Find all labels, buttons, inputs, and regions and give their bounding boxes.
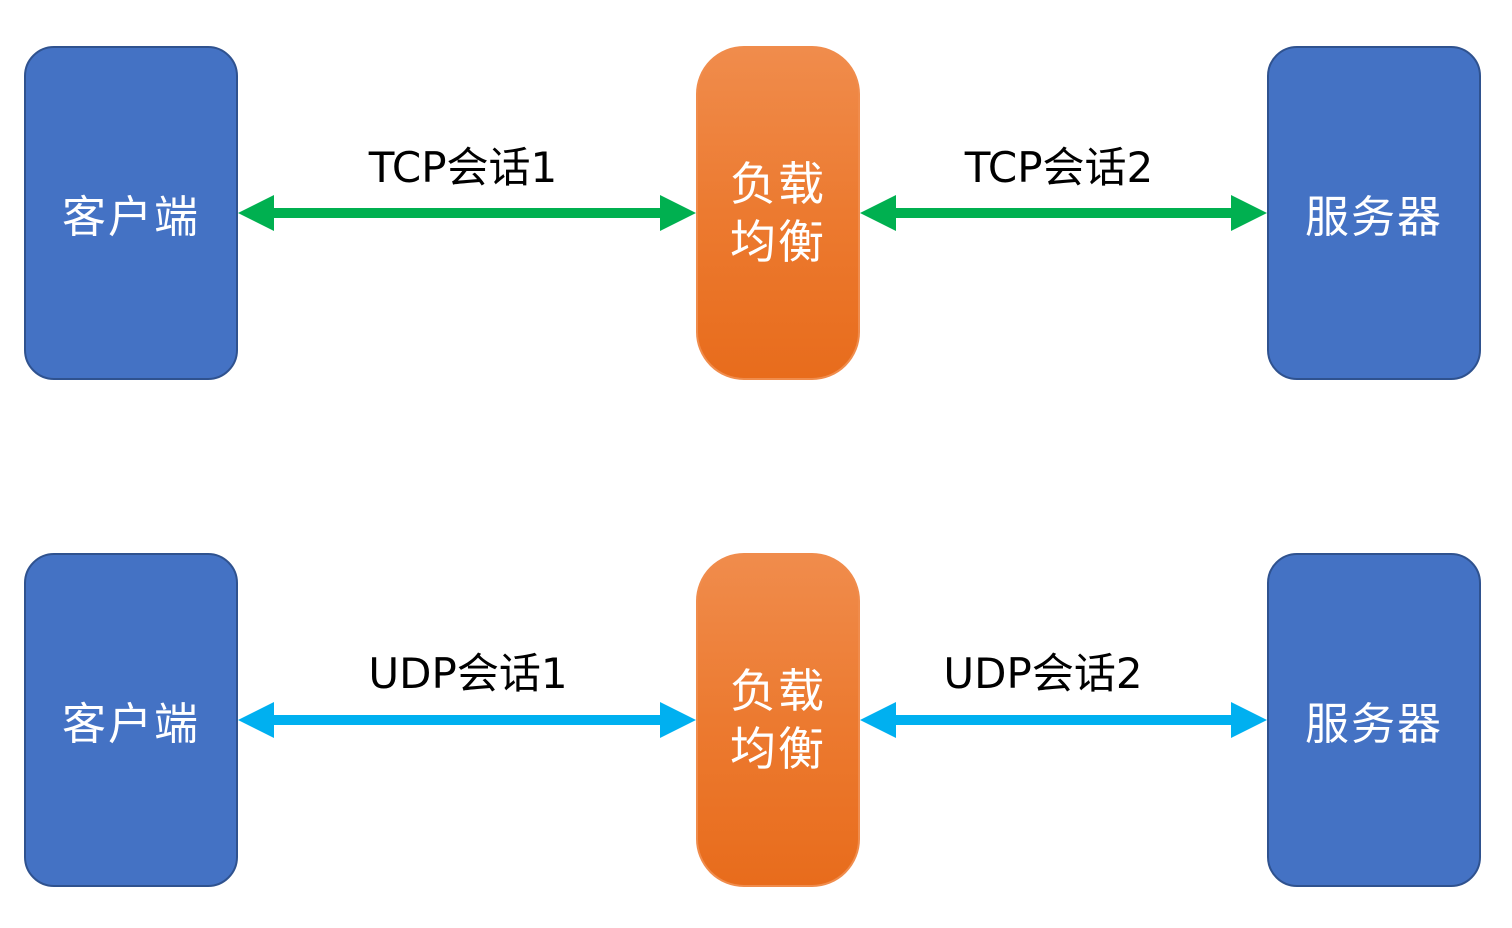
load-balancer-box-udp: 负载均衡 — [696, 553, 860, 887]
tcp-arrow-lb-server — [860, 195, 1267, 231]
client-box-udp: 客户端 — [24, 553, 238, 887]
udp-session-2-label: UDP会话2 — [943, 649, 1143, 698]
load-balancer-label: 负载均衡 — [730, 157, 826, 269]
tcp-session-2-label: TCP会话2 — [964, 143, 1154, 192]
client-label: 客户端 — [62, 192, 200, 243]
client-box-tcp: 客户端 — [24, 46, 238, 380]
load-balancer-label: 负载均衡 — [730, 664, 826, 776]
udp-arrow-client-lb — [238, 702, 696, 738]
server-box-udp: 服务器 — [1267, 553, 1481, 887]
load-balancer-box-tcp: 负载均衡 — [696, 46, 860, 380]
server-box-tcp: 服务器 — [1267, 46, 1481, 380]
udp-session-1-label: UDP会话1 — [368, 649, 568, 698]
client-label: 客户端 — [62, 699, 200, 750]
tcp-session-1-label: TCP会话1 — [368, 143, 558, 192]
server-label: 服务器 — [1305, 192, 1443, 243]
tcp-arrow-client-lb — [238, 195, 696, 231]
udp-arrow-lb-server — [860, 702, 1267, 738]
server-label: 服务器 — [1305, 699, 1443, 750]
